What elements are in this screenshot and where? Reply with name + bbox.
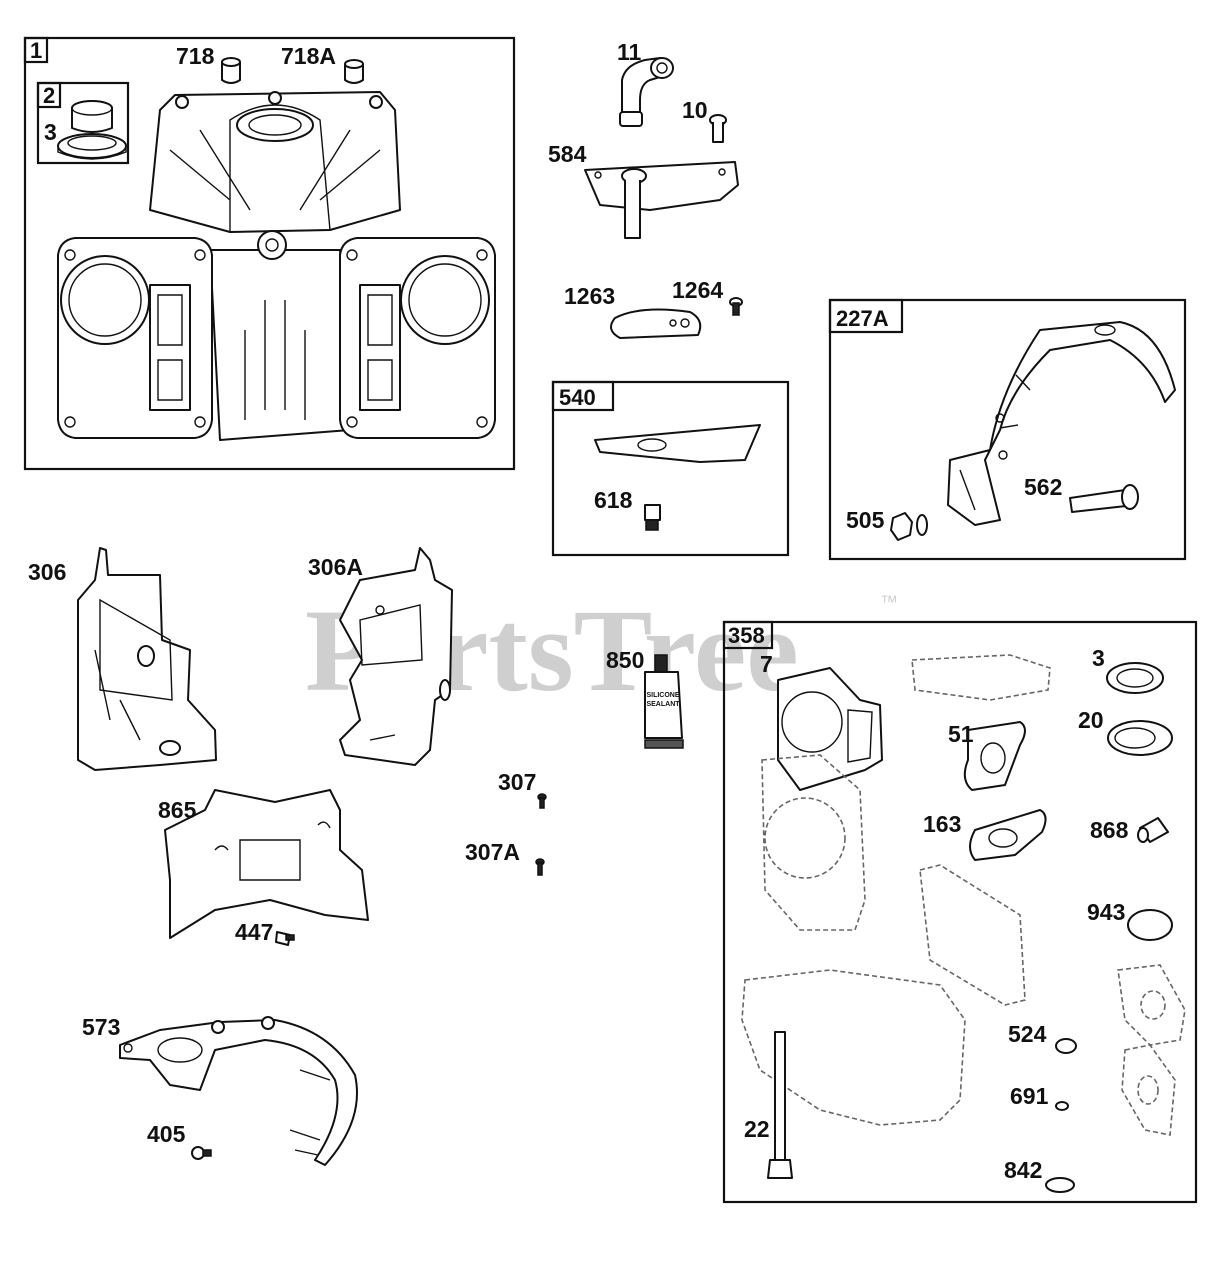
sealant-label-line1: SILICONE xyxy=(646,692,679,699)
bolt-22-part[interactable] xyxy=(767,1031,793,1179)
nut-505-part[interactable] xyxy=(890,512,928,541)
box-2-tag xyxy=(36,81,62,109)
breather-cover-584[interactable] xyxy=(584,161,739,239)
box-227A-tag xyxy=(828,298,904,334)
callout-584[interactable]: 584 xyxy=(548,141,587,167)
bushing-part[interactable] xyxy=(71,100,113,133)
dowel-pin-718A[interactable] xyxy=(344,59,364,84)
box-1-label[interactable]: 1 xyxy=(30,38,42,63)
callout-405[interactable]: 405 xyxy=(147,1121,186,1147)
gasket-dashed-top[interactable] xyxy=(911,654,1051,701)
gasket-dashed-valve[interactable] xyxy=(919,864,1026,1006)
callout-7[interactable]: 7 xyxy=(760,651,773,677)
box-540-tag xyxy=(551,380,615,412)
screw-447-part[interactable] xyxy=(275,931,295,946)
breather-plate-1263[interactable] xyxy=(610,308,702,339)
box-2-frame xyxy=(36,81,130,165)
air-guide-306[interactable] xyxy=(77,547,217,771)
callout-562[interactable]: 562 xyxy=(1024,474,1062,500)
screw-1264-part[interactable] xyxy=(729,297,743,316)
callout-505[interactable]: 505 xyxy=(846,507,885,533)
screw-618-part[interactable] xyxy=(644,504,661,531)
shroud-573[interactable] xyxy=(119,1016,358,1166)
callout-718[interactable]: 718 xyxy=(176,43,215,69)
plug-868-part[interactable] xyxy=(1137,817,1169,843)
callout-573[interactable]: 573 xyxy=(82,1014,120,1040)
callout-11[interactable]: 11 xyxy=(617,39,642,65)
callout-22[interactable]: 22 xyxy=(744,1116,770,1142)
crankcase-part[interactable] xyxy=(57,91,496,441)
head-gasket-7[interactable] xyxy=(777,667,883,791)
screw-405-part[interactable] xyxy=(191,1146,212,1160)
box-1-tag xyxy=(23,36,49,64)
box-227A-label[interactable]: 227A xyxy=(836,306,889,331)
callout-691[interactable]: 691 xyxy=(1010,1083,1049,1109)
callout-307[interactable]: 307 xyxy=(498,769,536,795)
gasket-dashed-right-2[interactable] xyxy=(1121,1044,1176,1136)
oil-seal-part[interactable] xyxy=(57,133,127,160)
baffle-865[interactable] xyxy=(164,789,369,939)
callout-307A[interactable]: 307A xyxy=(465,839,520,865)
callout-3-seal[interactable]: 3 xyxy=(44,119,57,145)
callout-163[interactable]: 163 xyxy=(923,811,961,837)
group-box-227A: 227A 562 505 xyxy=(828,298,1187,561)
gasket-dashed-crankcase[interactable] xyxy=(741,969,966,1126)
callout-865[interactable]: 865 xyxy=(158,797,197,823)
callout-1263[interactable]: 1263 xyxy=(564,283,615,309)
box-1-frame xyxy=(23,36,516,471)
callout-943[interactable]: 943 xyxy=(1087,899,1125,925)
box-540-label[interactable]: 540 xyxy=(559,385,596,410)
oil-seal-20-part[interactable] xyxy=(1107,720,1173,756)
box-358-frame xyxy=(722,620,1198,1204)
screw-10-part[interactable] xyxy=(709,114,727,143)
callout-3-box358[interactable]: 3 xyxy=(1092,645,1105,671)
screw-307-part[interactable] xyxy=(537,793,547,809)
callout-524[interactable]: 524 xyxy=(1008,1021,1047,1047)
watermark-trademark: ™ xyxy=(880,592,898,612)
callout-850[interactable]: 850 xyxy=(606,647,644,673)
callout-842[interactable]: 842 xyxy=(1004,1157,1042,1183)
callout-868[interactable]: 868 xyxy=(1090,817,1129,843)
pin-562-part[interactable] xyxy=(1069,484,1139,513)
sealant-tube-850[interactable]: SILICONE SEALANT xyxy=(644,654,684,749)
callout-447[interactable]: 447 xyxy=(235,919,273,945)
box-540-frame xyxy=(551,380,790,557)
callout-306[interactable]: 306 xyxy=(28,559,66,585)
callout-718A[interactable]: 718A xyxy=(281,43,336,69)
oring-943-part[interactable] xyxy=(1127,909,1173,941)
sealant-label-line2: SEALANT xyxy=(646,701,680,708)
oring-524-part[interactable] xyxy=(1055,1038,1077,1054)
oring-842-part[interactable] xyxy=(1045,1177,1075,1193)
air-guide-306A[interactable] xyxy=(339,547,453,766)
callout-20[interactable]: 20 xyxy=(1078,707,1104,733)
group-box-1: 1 2 3 718 718A xyxy=(23,36,516,471)
box-2-label[interactable]: 2 xyxy=(43,83,55,108)
dowel-pin-718[interactable] xyxy=(221,57,241,84)
callout-1264[interactable]: 1264 xyxy=(672,277,723,303)
callout-618[interactable]: 618 xyxy=(594,487,633,513)
screw-307A-part[interactable] xyxy=(535,858,545,876)
callout-51[interactable]: 51 xyxy=(948,721,974,747)
gasket-540-part[interactable] xyxy=(594,424,761,463)
seal-3-part[interactable] xyxy=(1106,662,1164,694)
gasket-dashed-right-1[interactable] xyxy=(1117,964,1186,1046)
gasket-163-part[interactable] xyxy=(969,809,1047,861)
box-358-label[interactable]: 358 xyxy=(728,623,765,648)
washer-691-part[interactable] xyxy=(1055,1101,1069,1111)
gasket-51-part[interactable] xyxy=(963,721,1026,791)
gasket-dashed-head[interactable] xyxy=(761,754,866,931)
group-box-540: 540 618 xyxy=(551,380,790,557)
group-box-358: 358 7 3 20 51 163 xyxy=(722,620,1198,1204)
breather-tube-part[interactable] xyxy=(619,57,674,127)
box-358-tag xyxy=(722,620,774,650)
callout-10[interactable]: 10 xyxy=(682,97,708,123)
governor-bracket-227A[interactable] xyxy=(947,321,1176,526)
box-227A-frame xyxy=(828,298,1187,561)
callout-306A[interactable]: 306A xyxy=(308,554,363,580)
